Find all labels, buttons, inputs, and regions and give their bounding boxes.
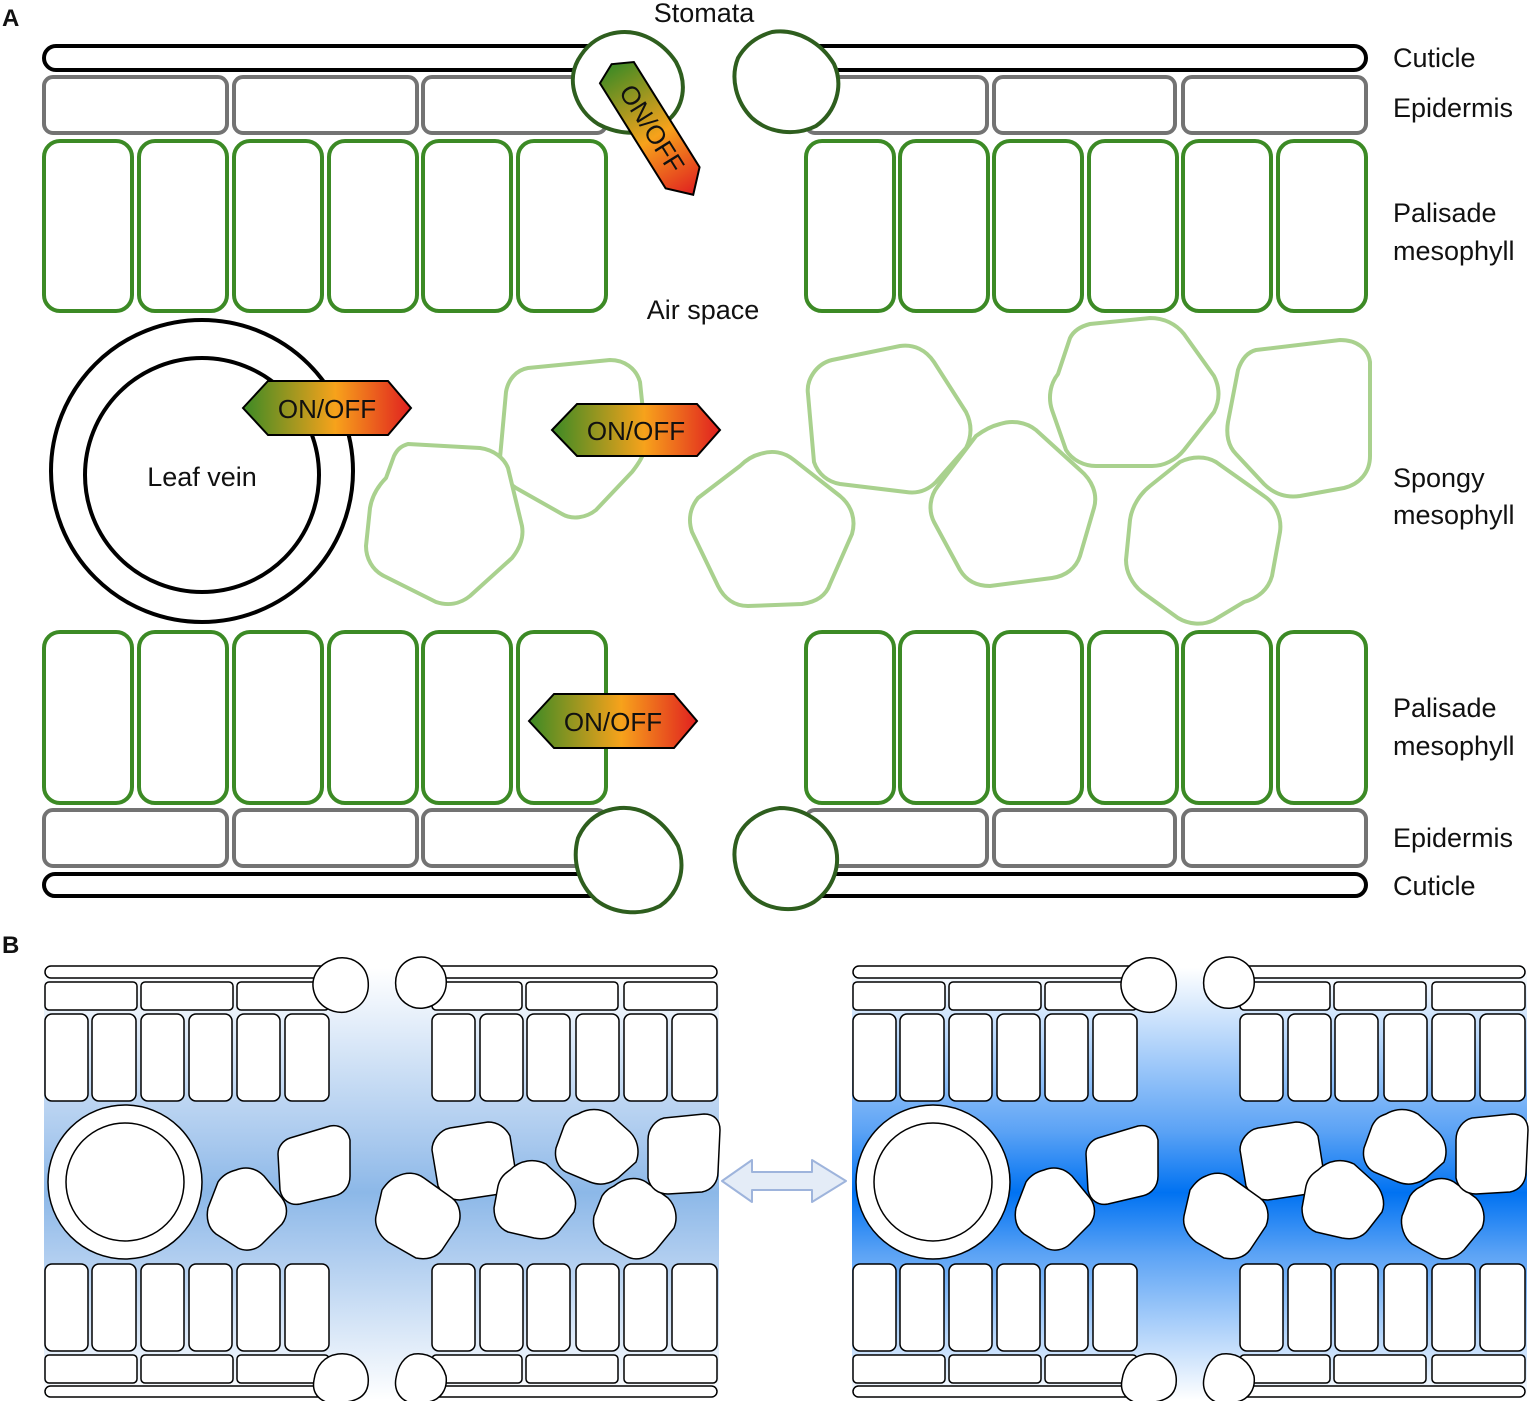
cuticle-top-label: Cuticle <box>1393 43 1476 73</box>
onoff-switch-palisade: ON/OFF <box>527 693 699 749</box>
palisade-bottom-label-line1: Palisade <box>1393 693 1497 723</box>
air-space-label: Air space <box>647 295 760 325</box>
epidermis-top <box>42 75 1368 135</box>
stomata-label: Stomata <box>654 0 756 28</box>
palisade-top-label-line2: mesophyll <box>1393 236 1515 266</box>
palisade-top-label-line1: Palisade <box>1393 198 1497 228</box>
stomata-guard-cells-bottom <box>573 805 840 915</box>
palisade-bottom <box>42 630 1368 805</box>
panel-b-letter: B <box>2 932 19 959</box>
onoff-label-vein: ON/OFF <box>278 394 376 424</box>
leaf-mini-high-water <box>852 956 1529 1401</box>
leaf-vein-label: Leaf vein <box>147 462 257 492</box>
epidermis-bottom <box>42 808 1368 868</box>
cuticle-bottom-label: Cuticle <box>1393 871 1476 901</box>
cuticle-top <box>42 44 1368 72</box>
leaf-mini-low-water <box>44 956 721 1401</box>
onoff-switch-spongy: ON/OFF <box>550 403 722 457</box>
panel-a-letter: A <box>2 5 19 32</box>
palisade-bottom-label-line2: mesophyll <box>1393 731 1515 761</box>
spongy-label-line1: Spongy <box>1393 463 1485 493</box>
spongy-mesophyll-cells <box>364 316 1372 626</box>
onoff-label-palisade: ON/OFF <box>564 707 662 737</box>
spongy-label-line2: mesophyll <box>1393 500 1515 530</box>
epidermis-top-label: Epidermis <box>1393 93 1513 123</box>
double-arrow-icon <box>721 1159 847 1203</box>
epidermis-bottom-label: Epidermis <box>1393 823 1513 853</box>
onoff-switch-vein: ON/OFF <box>241 380 413 436</box>
onoff-label-spongy: ON/OFF <box>587 416 685 446</box>
palisade-top <box>42 139 1368 313</box>
cuticle-bottom <box>42 872 1368 898</box>
panel-a: A <box>2 0 1515 915</box>
panel-b: B <box>2 932 1529 1401</box>
